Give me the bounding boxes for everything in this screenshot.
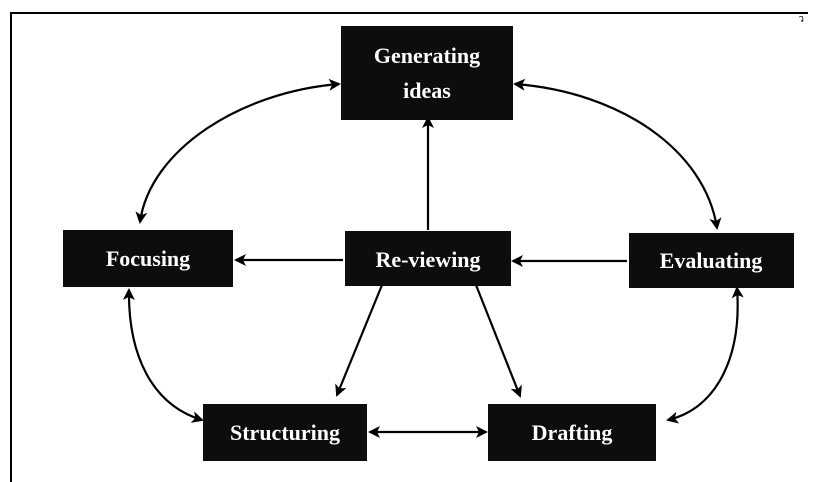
- edge-reviewing-to-structuring: [335, 284, 384, 397]
- edge-generating-evaluating: [513, 78, 722, 230]
- corner-mark: ว: [798, 14, 804, 25]
- node-drafting: Drafting: [488, 404, 656, 461]
- node-evaluating-label: Evaluating: [660, 248, 763, 273]
- node-focusing-label: Focusing: [106, 246, 190, 271]
- node-structuring-label: Structuring: [230, 420, 340, 445]
- node-generating-ideas: Generating ideas: [341, 26, 513, 120]
- node-structuring: Structuring: [203, 404, 367, 461]
- edge-reviewing-to-drafting: [474, 284, 522, 398]
- node-reviewing: Re-viewing: [345, 231, 511, 286]
- node-generating-ideas-line1: Generating: [374, 43, 480, 68]
- edge-generating-focusing: [135, 78, 341, 224]
- node-reviewing-label: Re-viewing: [375, 247, 480, 272]
- node-focusing: Focusing: [63, 230, 233, 287]
- diagram-frame: ว: [10, 12, 808, 482]
- edge-evaluating-drafting: [666, 286, 744, 424]
- node-drafting-label: Drafting: [532, 420, 613, 445]
- node-generating-ideas-line2: ideas: [403, 78, 451, 103]
- node-evaluating: Evaluating: [629, 233, 794, 288]
- edge-focusing-structuring: [122, 288, 204, 423]
- edges: [122, 78, 744, 438]
